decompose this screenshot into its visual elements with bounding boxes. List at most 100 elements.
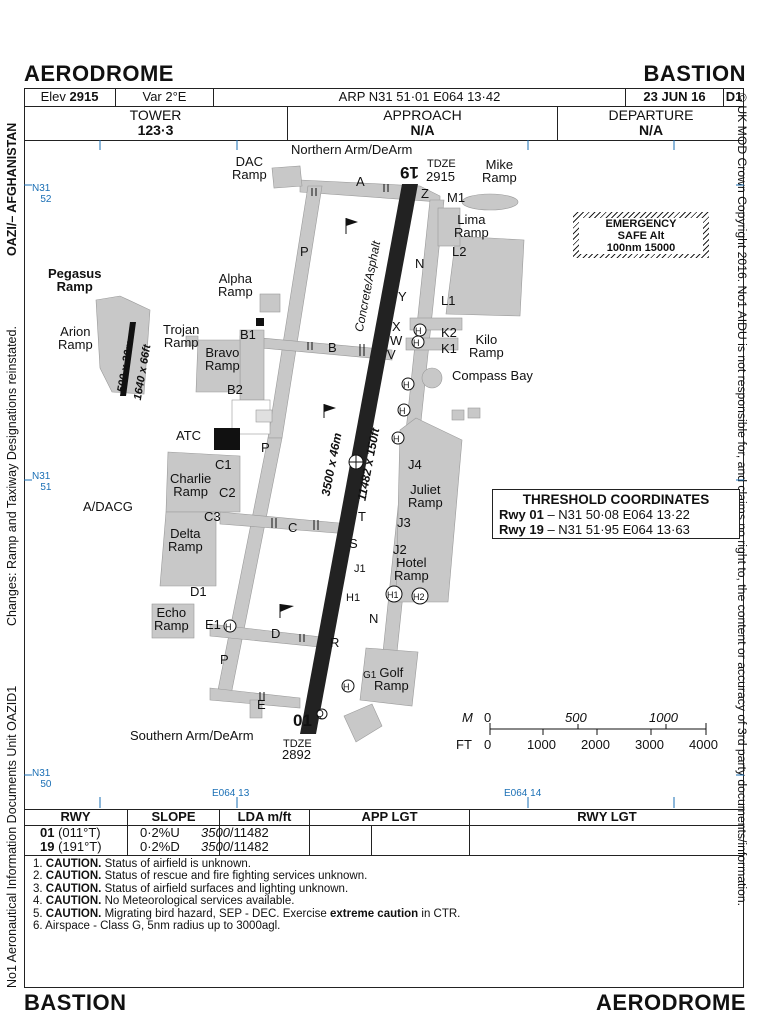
tdze-north-value: 2915 [426,169,455,184]
col-app-lgt: APP LGT [310,809,470,825]
threshold-rwy01: Rwy 01 – N31 50·08 E064 13·22 [499,507,690,522]
holding-points [259,184,389,700]
col-lda: LDA m/ft [220,809,310,825]
twy-h1: H1 [346,592,361,604]
note-item: 1. CAUTION. Status of airfield is unknow… [33,858,251,870]
scale-ft-tick: 0 [484,737,492,752]
tdze-north-label: TDZE [427,158,456,170]
elevation-label: Elev [40,89,66,104]
lat-n31-50: N31 50 [32,768,52,790]
tower-frequency: 123·3 [137,122,174,138]
lda-cell: 3500/11482 [201,825,269,840]
arp-cell: ARP N31 51·01 E064 13·42 [214,88,626,106]
twy-g1: G1 [363,670,377,681]
twy-j4: J4 [408,457,422,472]
tower-label: TOWER [129,107,182,123]
emergency-line1: EMERGENCY [605,218,677,230]
page-cell: D1 [725,89,743,104]
approach-cell: APPROACH N/A [288,106,558,140]
threshold-title: THRESHOLD COORDINATES [522,492,710,507]
threshold-rwy19: Rwy 19 – N31 51·95 E064 13·63 [499,522,690,537]
slope-cell: 0·2%U [140,825,180,840]
elevation-cell: Elev 2915 [24,88,116,106]
note-item: 6. Airspace - Class G, 5nm radius up to … [33,920,281,933]
scale-ft-tick: 3000 [635,737,664,752]
scale-ft-label: FT [456,737,472,752]
twy-q: Q [316,709,324,720]
approach-label: APPROACH [383,107,462,123]
helipad-label: H [413,338,420,348]
helipad-h2-label: H2 [413,592,425,602]
scale-m-tick: 500 [565,710,587,725]
tower-cell: TOWER 123·3 [24,106,288,140]
chart-frame [24,88,744,988]
lon-e064-13: E064 13 [212,788,250,799]
col-rwy: RWY [24,809,128,825]
twy-b2: B2 [227,382,243,397]
scale-ft-tick: 1000 [527,737,556,752]
atc-label: ATC [176,428,202,443]
pegasus-strip [120,322,136,396]
atc-building [214,428,240,450]
twy-j1: J1 [354,563,366,575]
helipad-label: H [393,434,400,444]
helipad-markers [223,323,429,720]
helipad-label: H [415,326,422,336]
footer-aerodrome-name: BASTION [24,990,127,1015]
twy-l1: L1 [441,293,456,308]
adacg-label: A/DACG [83,499,133,514]
twy-y: Y [398,289,407,304]
compass-bay-label: Compass Bay [452,368,533,383]
departure-cell: DEPARTURE N/A [558,106,744,140]
emergency-safe-altitude: EMERGENCY SAFE Alt 100nm 15000 [573,212,709,258]
twy-v: V [387,347,396,362]
twy-p-mid: P [261,440,270,455]
scale-m-tick: 1000 [649,710,678,725]
note-item: 5. CAUTION. Migrating bird hazard, SEP -… [33,907,461,920]
helipad-label: H [399,406,406,416]
lda-cell: 3500/11482 [201,839,269,854]
twy-a: A [356,174,365,189]
twy-z: Z [421,186,429,201]
slope-cell: 0·2%D [140,839,180,854]
tdze-south-value: 2892 [282,747,311,762]
departure-frequency: N/A [638,122,664,138]
twy-t: T [358,509,366,524]
twy-e1: E1 [205,617,221,632]
twy-w: W [390,333,403,348]
twy-b1: B1 [240,327,256,342]
twy-k2: K2 [441,325,457,340]
emergency-line3: 100nm 15000 [606,242,676,254]
table-row: 19 (191°T) [40,839,102,854]
helipad-label: H [343,682,350,692]
elevation-value: 2915 [69,89,99,104]
scale-m-tick: 0 [484,710,492,725]
twy-c3: C3 [204,509,221,524]
note-item: 4. CAUTION. No Meteorological services a… [33,895,295,908]
twy-c1: C1 [215,457,232,472]
twy-s: S [349,536,358,551]
twy-d: D [271,626,281,641]
twy-k1: K1 [441,341,457,356]
twy-j2: J2 [393,542,407,557]
helipad-h1-label: H1 [387,590,399,600]
notes-list: 1. CAUTION. Status of airfield is unknow… [33,858,460,932]
runway-19-designator: 19 [400,163,419,182]
note-item: 2. CAUTION. Status of rescue and fire fi… [33,870,368,883]
scale-m-label: M [462,710,473,725]
twy-m1: M1 [447,190,466,205]
twy-c2: C2 [219,485,236,500]
threshold-coordinates-box: THRESHOLD COORDINATES Rwy 01 – N31 50·08… [492,489,740,539]
col-slope: SLOPE [128,809,220,825]
